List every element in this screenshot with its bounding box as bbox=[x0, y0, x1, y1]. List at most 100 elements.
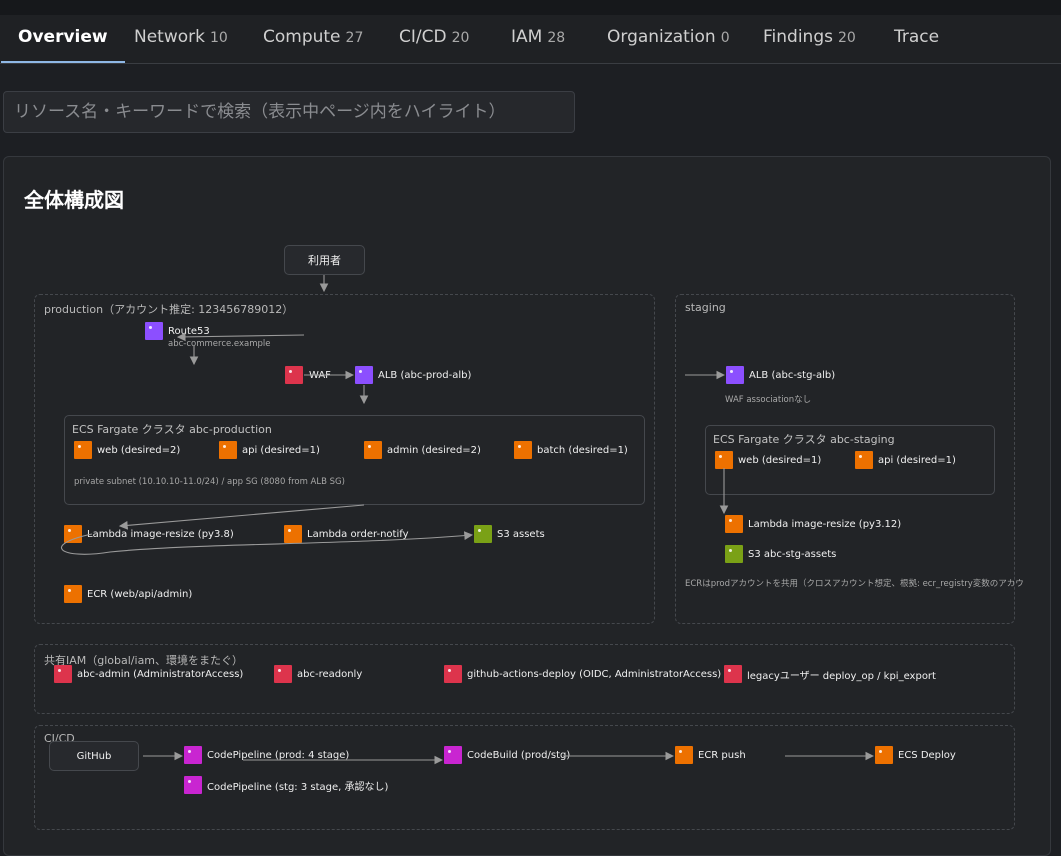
tab-label: Findings bbox=[763, 27, 833, 47]
staging-zone-label: staging bbox=[685, 301, 726, 314]
tab-count: 28 bbox=[547, 30, 566, 46]
stg-ecs-cluster bbox=[705, 425, 995, 495]
tab-trace[interactable]: Trace bbox=[894, 15, 939, 61]
stg-ecr-note: ECRはprodアカウントを共用（クロスアカウント想定、根拠: ecr_regi… bbox=[685, 579, 1025, 589]
devtools-icon bbox=[184, 746, 202, 764]
iam-legacy-users[interactable]: legacyユーザー deploy_op / kpi_export bbox=[724, 665, 936, 683]
prod-service-web[interactable]: web (desired=2) bbox=[74, 441, 180, 459]
prod-lambda-notify-label: Lambda order-notify bbox=[307, 528, 409, 540]
prod-s3-node[interactable]: S3 assets bbox=[474, 525, 545, 543]
compute-icon bbox=[364, 441, 382, 459]
github-node[interactable]: GitHub bbox=[49, 741, 139, 771]
service-label: api (desired=1) bbox=[878, 454, 956, 466]
security-icon bbox=[724, 665, 742, 683]
pipeline-stg-label: CodePipeline (stg: 3 stage, 承認なし) bbox=[207, 781, 389, 793]
prod-ecs-cluster bbox=[64, 415, 645, 505]
tab-count: 0 bbox=[720, 30, 730, 46]
network-icon bbox=[726, 366, 744, 384]
prod-lambda-resize-node[interactable]: Lambda image-resize (py3.8) bbox=[64, 525, 234, 543]
tab-label: Overview bbox=[18, 27, 108, 47]
prod-s3-label: S3 assets bbox=[497, 528, 545, 540]
prod-alb-node[interactable]: ALB (abc-prod-alb) bbox=[355, 366, 471, 384]
service-label: web (desired=2) bbox=[97, 444, 181, 456]
tab-label: Organization bbox=[607, 27, 716, 47]
user-label: 利用者 bbox=[308, 254, 341, 267]
security-icon bbox=[274, 665, 292, 683]
route53-node[interactable]: Route53 bbox=[145, 322, 210, 340]
tab-label: Trace bbox=[894, 27, 940, 47]
storage-icon bbox=[725, 545, 743, 563]
service-label: admin (desired=2) bbox=[387, 444, 481, 456]
compute-icon bbox=[715, 451, 733, 469]
pipeline-stg-node[interactable]: CodePipeline (stg: 3 stage, 承認なし) bbox=[184, 776, 388, 794]
stg-alb-note: WAF associationなし bbox=[725, 395, 812, 405]
prod-ecr-label: ECR (web/api/admin) bbox=[87, 588, 193, 600]
search-input[interactable] bbox=[3, 91, 575, 133]
prod-service-batch[interactable]: batch (desired=1) bbox=[514, 441, 628, 459]
tab-label: IAM bbox=[511, 27, 543, 47]
network-icon bbox=[145, 322, 163, 340]
tab-count: 10 bbox=[209, 30, 228, 46]
stg-s3-node[interactable]: S3 abc-stg-assets bbox=[725, 545, 836, 563]
storage-icon bbox=[474, 525, 492, 543]
staging-zone bbox=[675, 294, 1015, 624]
ecr-push-node[interactable]: ECR push bbox=[675, 746, 746, 764]
prod-lambda-notify-node[interactable]: Lambda order-notify bbox=[284, 525, 409, 543]
security-icon bbox=[285, 366, 303, 384]
route53-label: Route53 bbox=[168, 325, 210, 337]
compute-icon bbox=[74, 441, 92, 459]
service-label: api (desired=1) bbox=[242, 444, 320, 456]
prod-ecr-node[interactable]: ECR (web/api/admin) bbox=[64, 585, 192, 603]
compute-icon bbox=[875, 746, 893, 764]
iam-role-readonly[interactable]: abc-readonly bbox=[274, 665, 362, 683]
prod-cluster-network-note: private subnet (10.10.10-11.0/24) / app … bbox=[74, 477, 345, 487]
tab-label: Network bbox=[134, 27, 205, 47]
overview-panel bbox=[3, 156, 1051, 856]
ecs-deploy-node[interactable]: ECS Deploy bbox=[875, 746, 956, 764]
stg-service-api[interactable]: api (desired=1) bbox=[855, 451, 956, 469]
cicd-zone bbox=[34, 725, 1015, 830]
edge-lambda-s3 bbox=[60, 531, 474, 555]
tab-overview[interactable]: Overview bbox=[1, 15, 125, 63]
codebuild-label: CodeBuild (prod/stg) bbox=[467, 749, 571, 761]
page-title: 全体構成図 bbox=[24, 188, 124, 212]
iam-item-label: github-actions-deploy (OIDC, Administrat… bbox=[467, 668, 722, 680]
stg-service-web[interactable]: web (desired=1) bbox=[715, 451, 821, 469]
edge-cluster-lambda bbox=[118, 504, 365, 530]
compute-icon bbox=[675, 746, 693, 764]
prod-service-admin[interactable]: admin (desired=2) bbox=[364, 441, 481, 459]
edge-user-route53 bbox=[176, 332, 305, 342]
compute-icon bbox=[64, 585, 82, 603]
service-label: batch (desired=1) bbox=[537, 444, 628, 456]
prod-ecs-cluster-label: ECS Fargate クラスタ abc-production bbox=[72, 423, 272, 436]
codebuild-node[interactable]: CodeBuild (prod/stg) bbox=[444, 746, 570, 764]
tab-label: Compute bbox=[263, 27, 341, 47]
user-node[interactable]: 利用者 bbox=[284, 245, 365, 275]
compute-icon bbox=[855, 451, 873, 469]
tab-count: 27 bbox=[345, 30, 364, 46]
stg-s3-label: S3 abc-stg-assets bbox=[748, 548, 837, 560]
pipeline-prod-node[interactable]: CodePipeline (prod: 4 stage) bbox=[184, 746, 349, 764]
iam-item-label: abc-readonly bbox=[297, 668, 363, 680]
prod-service-api[interactable]: api (desired=1) bbox=[219, 441, 320, 459]
pipeline-prod-label: CodePipeline (prod: 4 stage) bbox=[207, 749, 350, 761]
devtools-icon bbox=[184, 776, 202, 794]
stg-alb-node[interactable]: ALB (abc-stg-alb) bbox=[726, 366, 835, 384]
ecs-deploy-label: ECS Deploy bbox=[898, 749, 956, 761]
compute-icon bbox=[284, 525, 302, 543]
iam-role-admin[interactable]: abc-admin (AdministratorAccess) bbox=[54, 665, 243, 683]
stg-lambda-resize-node[interactable]: Lambda image-resize (py3.12) bbox=[725, 515, 901, 533]
iam-role-github-deploy[interactable]: github-actions-deploy (OIDC, Administrat… bbox=[444, 665, 721, 683]
production-zone bbox=[34, 294, 655, 624]
prod-alb-label: ALB (abc-prod-alb) bbox=[378, 369, 472, 381]
devtools-icon bbox=[444, 746, 462, 764]
network-icon bbox=[355, 366, 373, 384]
